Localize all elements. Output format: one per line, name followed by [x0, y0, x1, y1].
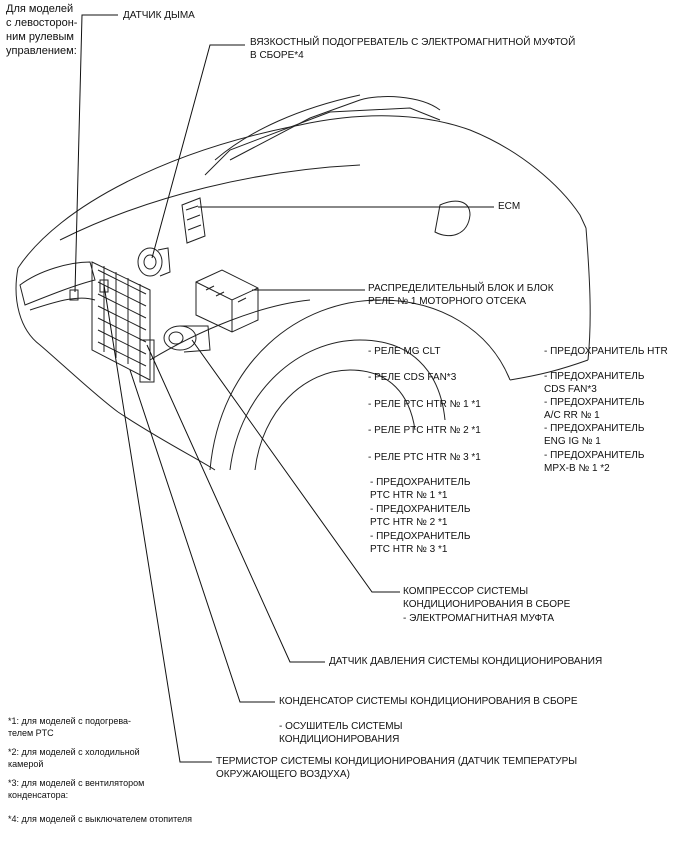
lhd-note-line-1: Для моделей	[6, 3, 74, 15]
footnote-1-line-1: *1: для моделей с подогрева-	[8, 716, 132, 726]
fuse-cds-fan-line-1: - ПРЕДОХРАНИТЕЛЬ	[544, 371, 645, 382]
fuse-cds-fan-line-2: CDS FAN*3	[544, 384, 597, 395]
condenser-frame	[91, 261, 151, 381]
relay-cds-fan: - РЕЛЕ CDS FAN*3	[368, 372, 457, 383]
footnote-3-line-2: конденсатора:	[8, 790, 69, 800]
fuse-ac-rr-line-1: - ПРЕДОХРАНИТЕЛЬ	[544, 397, 645, 408]
fuse-ptc-htr-1-line-2: PTC HTR № 1 *1	[370, 490, 448, 501]
lhd-note-line-4: управлением:	[6, 45, 77, 57]
fuse-ac-rr-line-2: A/C RR № 1	[544, 410, 600, 421]
hood-crease	[59, 164, 361, 241]
label-thermistor-2: ОКРУЖАЮЩЕГО ВОЗДУХА)	[216, 769, 350, 780]
viscous-heater	[137, 247, 163, 277]
relay-ptc-htr-2: - РЕЛЕ PTC HTR № 2 *1	[368, 425, 481, 436]
label-compressor-1: КОМПРЕССОР СИСТЕМЫ	[403, 586, 529, 597]
fuse-ptc-htr-3-line-2: PTC HTR № 3 *1	[370, 544, 448, 555]
roof-windshield-line	[229, 96, 441, 161]
junction-block	[195, 269, 259, 333]
grille-line	[29, 297, 96, 311]
leader-compressor	[191, 339, 400, 593]
fender-arc	[209, 299, 511, 471]
fuse-ptc-htr-1-line-1: - ПРЕДОХРАНИТЕЛЬ	[370, 477, 471, 488]
label-dryer-2: КОНДИЦИОНИРОВАНИЯ	[279, 734, 400, 745]
fuse-eng-ig-line-2: ENG IG № 1	[544, 436, 601, 447]
windshield-frame	[204, 107, 441, 176]
headlight	[19, 261, 96, 306]
label-pressure-sensor: ДАТЧИК ДАВЛЕНИЯ СИСТЕМЫ КОНДИЦИОНИРОВАНИ…	[329, 656, 603, 667]
side-body-line	[509, 359, 589, 381]
label-smoke-sensor: ДАТЧИК ДЫМА	[123, 10, 195, 21]
door-line	[585, 227, 591, 361]
fuse-eng-ig-line-1: - ПРЕДОХРАНИТЕЛЬ	[544, 423, 645, 434]
relay-mg-clt: - РЕЛЕ MG CLT	[368, 346, 441, 357]
label-compressor-2: КОНДИЦИОНИРОВАНИЯ В СБОРЕ	[403, 599, 571, 610]
label-viscous-heater-2: В СБОРЕ*4	[250, 50, 304, 61]
wheel-inner	[254, 369, 416, 471]
footnote-2-line-1: *2: для моделей с холодильной	[8, 747, 140, 757]
leader-viscous-heater	[151, 44, 245, 259]
footnote-2-line-2: камерой	[8, 759, 44, 769]
smoke-sensor	[69, 289, 79, 301]
hood-outline	[17, 115, 587, 269]
relay-ptc-htr-1: - РЕЛЕ PTC HTR № 1 *1	[368, 399, 481, 410]
fuse-ptc-htr-2-line-1: - ПРЕДОХРАНИТЕЛЬ	[370, 504, 471, 515]
footnote-4: *4: для моделей с выключателем отопителя	[8, 814, 192, 824]
label-condenser: КОНДЕНСАТОР СИСТЕМЫ КОНДИЦИОНИРОВАНИЯ В …	[279, 696, 578, 707]
front-bumper	[15, 267, 119, 413]
fuse-htr: - ПРЕДОХРАНИТЕЛЬ HTR	[544, 346, 668, 357]
leader-thermistor	[103, 284, 212, 763]
label-compressor-3: - ЭЛЕКТРОМАГНИТНАЯ МУФТА	[403, 613, 555, 624]
lhd-note-line-2: с левосторон-	[6, 17, 78, 29]
relay-ptc-htr-3: - РЕЛЕ PTC HTR № 3 *1	[368, 452, 481, 463]
a-pillar	[214, 94, 361, 161]
lhd-note-line-3: ним рулевым	[6, 31, 74, 43]
wheel-outer	[229, 339, 446, 471]
label-dryer-1: - ОСУШИТЕЛЬ СИСТЕМЫ	[279, 721, 403, 732]
receiver-dryer	[139, 339, 155, 383]
label-ecm: ECM	[498, 201, 521, 212]
label-junction-block-1: РАСПРЕДЕЛИТЕЛЬНЫЙ БЛОК И БЛОК	[368, 283, 554, 294]
leader-smoke-sensor	[74, 14, 118, 293]
leader-pressure-sensor	[146, 344, 325, 663]
label-thermistor-1: ТЕРМИСТОР СИСТЕМЫ КОНДИЦИОНИРОВАНИЯ (ДАТ…	[216, 756, 578, 767]
footnote-1-line-2: телем PTC	[8, 728, 54, 738]
fuse-mpx-b-line-2: MPX-B № 1 *2	[544, 463, 610, 474]
mirror	[434, 200, 471, 237]
fuse-mpx-b-line-1: - ПРЕДОХРАНИТЕЛЬ	[544, 450, 645, 461]
ecm-body	[181, 197, 206, 244]
fuse-ptc-htr-2-line-2: PTC HTR № 2 *1	[370, 517, 448, 528]
label-junction-block-2: РЕЛЕ № 1 МОТОРНОГО ОТСЕКА	[368, 296, 527, 307]
leader-condenser	[129, 369, 275, 703]
lower-body-line	[117, 411, 216, 471]
label-viscous-heater-1: ВЯЗКОСТНЫЙ ПОДОГРЕВАТЕЛЬ С ЭЛЕКТРОМАГНИТ…	[250, 37, 576, 48]
inner-fender	[149, 299, 311, 361]
fuse-ptc-htr-3-line-1: - ПРЕДОХРАНИТЕЛЬ	[370, 531, 471, 542]
footnote-3-line-1: *3: для моделей с вентилятором	[8, 778, 145, 788]
